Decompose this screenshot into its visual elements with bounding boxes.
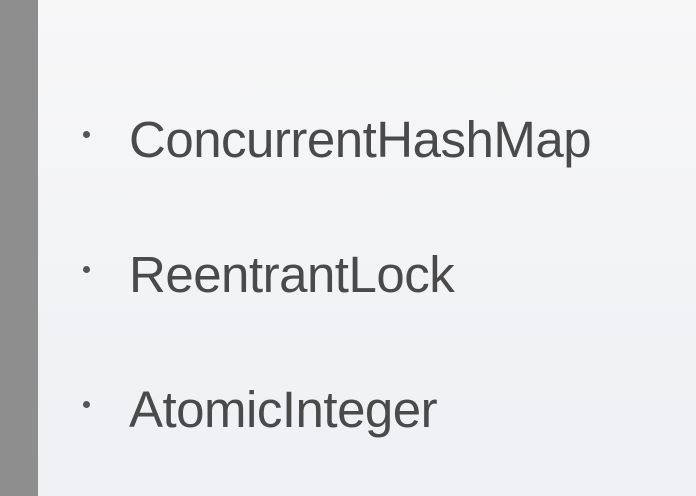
bullet-dot-icon bbox=[83, 131, 90, 138]
bullet-dot-icon bbox=[83, 401, 90, 408]
bullet-text: ReentrantLock bbox=[129, 246, 455, 303]
bullet-item: AtomicInteger bbox=[38, 375, 696, 445]
bullet-text: ConcurrentHashMap bbox=[129, 111, 592, 168]
bullet-item: ConcurrentHashMap bbox=[38, 105, 696, 175]
side-bar bbox=[0, 0, 38, 496]
bullet-text: AtomicInteger bbox=[129, 381, 438, 438]
slide-content: ConcurrentHashMap ReentrantLock AtomicIn… bbox=[38, 0, 696, 496]
bullet-item: ReentrantLock bbox=[38, 240, 696, 310]
bullet-dot-icon bbox=[83, 266, 90, 273]
